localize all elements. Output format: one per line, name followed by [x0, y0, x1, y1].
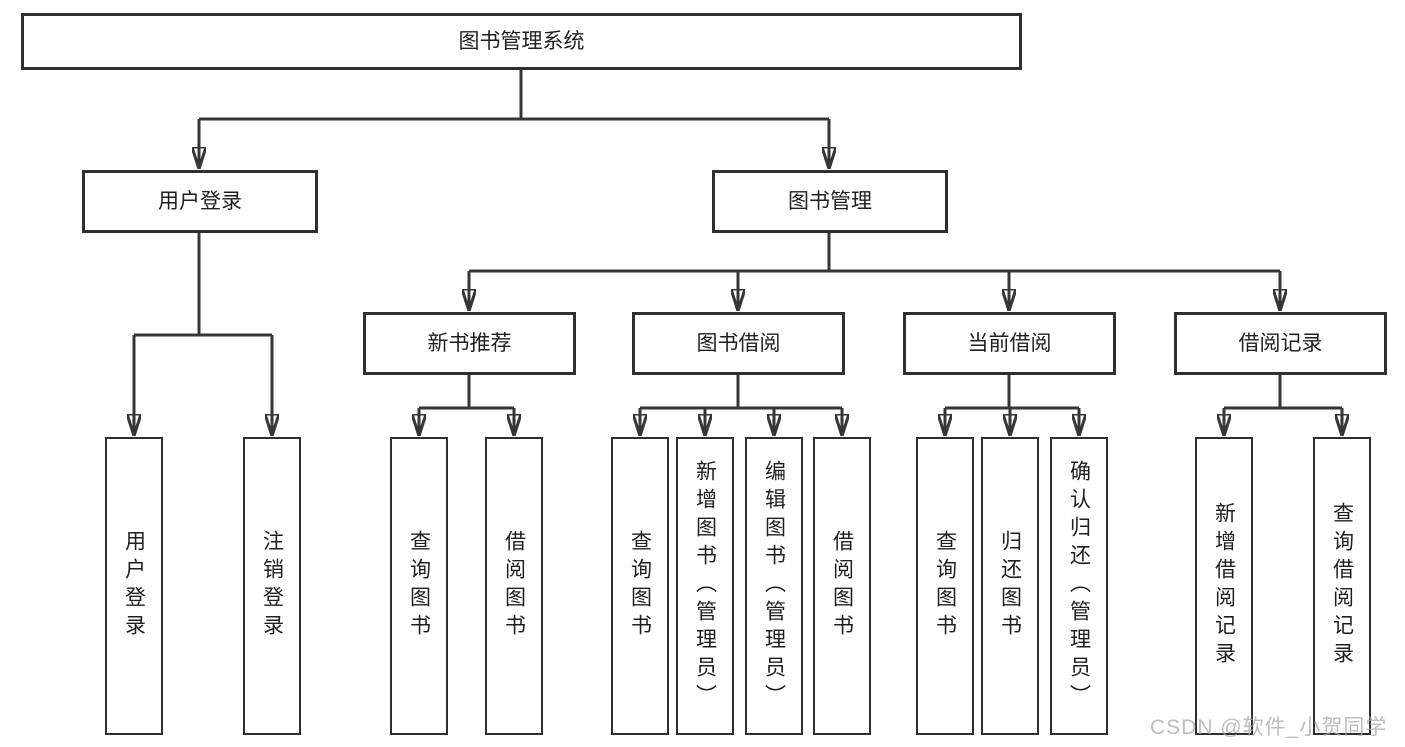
connector-user-login-trunk — [134, 233, 272, 337]
connector-borrow-records-trunk — [1224, 375, 1342, 410]
leaf-borrow-books-recommend: 借阅图书 — [485, 437, 543, 735]
leaf-add-borrow-record: 新增借阅记录 — [1195, 437, 1253, 735]
leaf-user-login: 用户登录 — [105, 437, 163, 735]
node-current-borrow: 当前借阅 — [903, 312, 1116, 375]
leaf-query-borrow-record: 查询借阅记录 — [1313, 437, 1371, 735]
connector-root-trunk — [199, 69, 829, 121]
node-user-login: 用户登录 — [82, 170, 318, 233]
leaf-borrow-books: 借阅图书 — [813, 437, 871, 735]
connector-book-management-trunk — [469, 233, 1280, 273]
connector-current-borrow-trunk — [945, 375, 1079, 410]
leaf-logout: 注销登录 — [243, 437, 301, 735]
node-root: 图书管理系统 — [21, 13, 1022, 70]
node-book-management: 图书管理 — [712, 170, 948, 233]
node-book-borrow: 图书借阅 — [632, 312, 845, 375]
leaf-confirm-return-admin: 确认归还（管理员） — [1050, 437, 1108, 735]
leaf-add-book-admin: 新增图书（管理员） — [676, 437, 734, 735]
connector-new-book-trunk — [419, 375, 514, 410]
watermark-text: CSDN @软件_小贺同学 — [1150, 716, 1388, 739]
node-new-book-recommend: 新书推荐 — [363, 312, 576, 375]
leaf-query-books-recommend: 查询图书 — [390, 437, 448, 735]
leaf-query-books-borrow: 查询图书 — [611, 437, 669, 735]
leaf-return-book: 归还图书 — [981, 437, 1039, 735]
leaf-edit-book-admin: 编辑图书（管理员） — [745, 437, 803, 735]
node-borrow-records: 借阅记录 — [1174, 312, 1387, 375]
connector-book-borrow-trunk — [640, 375, 842, 410]
leaf-query-books-current: 查询图书 — [916, 437, 974, 735]
